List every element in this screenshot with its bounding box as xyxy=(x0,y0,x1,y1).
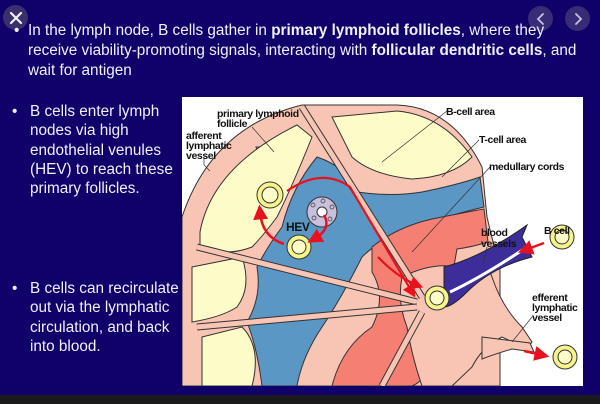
trabecula xyxy=(196,304,418,330)
primary-follicle xyxy=(199,124,313,253)
migration-arrow xyxy=(307,214,328,243)
migration-arrow xyxy=(253,204,285,246)
label-afferent: lymphatic xyxy=(186,140,232,152)
next-button[interactable] xyxy=(565,6,590,31)
leader-line xyxy=(482,246,488,265)
chevron-left-icon xyxy=(536,12,544,25)
text-segment: , and wait for antigen xyxy=(28,42,577,79)
label-blood-vessels: vessels xyxy=(481,238,517,250)
side-bullet-text: B cells can recirculate out via the lymp… xyxy=(30,280,179,355)
top-bullet: • In the lymph node, B cells gather in p… xyxy=(14,21,584,81)
leader-line xyxy=(511,316,533,343)
bullet-marker: • xyxy=(12,103,18,120)
leader-line xyxy=(251,126,275,153)
bold-term-primary-lymphoid-follicles: primary lymphoid follicles xyxy=(271,22,461,39)
bottom-strip xyxy=(0,395,600,404)
close-icon xyxy=(9,11,22,24)
label-t-cell-area: T-cell area xyxy=(479,134,527,146)
leader-line xyxy=(381,110,448,163)
migration-arrow xyxy=(377,256,424,289)
follicle-upper xyxy=(331,110,473,180)
label-medullary-cords: medullary cords xyxy=(489,161,565,173)
leader-line xyxy=(411,166,491,253)
chevron-right-icon xyxy=(574,12,582,25)
diagram-svg: primary lymphoid follicle afferent lymph… xyxy=(182,104,578,386)
migration-arrow xyxy=(517,240,545,255)
label-efferent: efferent xyxy=(532,292,568,304)
text-segment: In the lymph node, B cells gather in xyxy=(28,22,272,39)
b-cell xyxy=(552,344,578,370)
b-cell xyxy=(286,234,312,260)
label-primary-follicle: primary lymphoid xyxy=(217,108,299,120)
b-cell xyxy=(256,181,284,209)
lymph-node-diagram: primary lymphoid follicle afferent lymph… xyxy=(182,97,583,386)
trabecula xyxy=(379,310,425,386)
text-segment: , where they receive viability-promoting… xyxy=(28,22,545,59)
label-afferent: afferent xyxy=(186,130,222,142)
follicle-bottom-left xyxy=(201,326,256,386)
b-cell xyxy=(549,224,575,250)
hev xyxy=(306,196,338,228)
trabecula xyxy=(196,244,418,305)
migration-arrow xyxy=(286,176,416,298)
migration-arrow xyxy=(523,346,550,361)
follicle-lower-left xyxy=(191,256,247,323)
side-bullet-hev: • B cells enter lymph nodes via high end… xyxy=(12,102,182,198)
label-hev: HEV xyxy=(286,220,310,234)
b-cell xyxy=(424,285,450,311)
trabecula xyxy=(299,105,425,299)
bullet-marker: • xyxy=(12,280,18,297)
leader-line xyxy=(441,139,480,178)
top-bullet-text: In the lymph node, B cells gather in pri… xyxy=(28,21,584,81)
label-primary-follicle: follicle xyxy=(217,118,248,130)
bold-term-follicular-dendritic-cells: follicular dendritic cells xyxy=(371,42,543,59)
label-efferent: vessel xyxy=(532,312,562,324)
label-b-cell: B cell xyxy=(544,225,570,237)
side-bullet-text: B cells enter lymph nodes via high endot… xyxy=(30,103,173,198)
label-b-cell-area: B-cell area xyxy=(446,106,495,118)
side-bullet-recirculate: • B cells can recirculate out via the ly… xyxy=(12,279,182,356)
label-blood-vessels: blood xyxy=(481,227,508,239)
leader-line xyxy=(203,157,211,172)
blood-vessel xyxy=(443,223,533,308)
label-efferent: lymphatic xyxy=(532,302,578,314)
label-afferent: vessel xyxy=(186,150,216,162)
close-button[interactable] xyxy=(3,5,28,30)
previous-button[interactable] xyxy=(528,6,553,31)
bullet-marker: • xyxy=(14,22,20,39)
